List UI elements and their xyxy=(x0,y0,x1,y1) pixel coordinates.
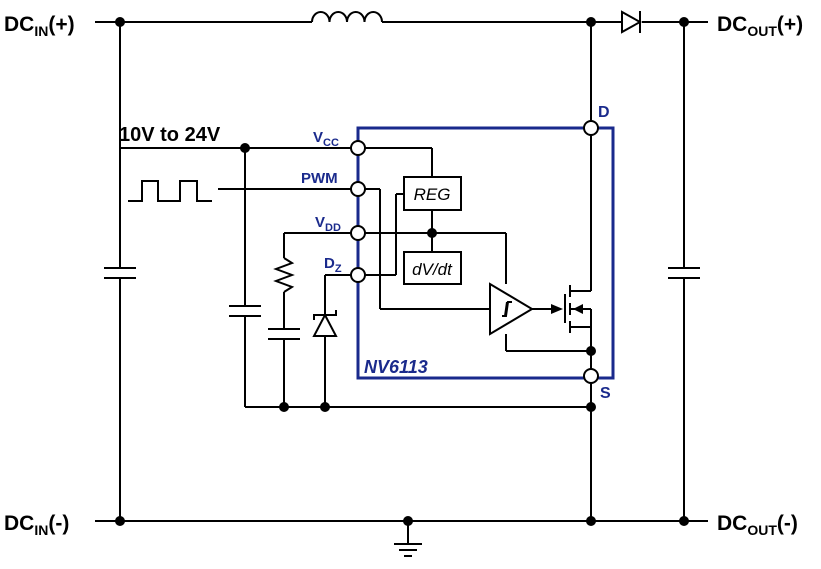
pin-vcc xyxy=(350,140,366,156)
nv6113-outline xyxy=(356,126,615,380)
vcc-supply xyxy=(120,147,358,407)
vcc-label: VCC xyxy=(313,129,339,149)
dcin-neg-label: DCIN(-) xyxy=(4,512,69,538)
junction-dots xyxy=(115,17,689,526)
pin-dz xyxy=(350,267,366,283)
dcout-neg-label: DCOUT(-) xyxy=(717,512,798,538)
vdd-network xyxy=(268,232,358,407)
pin-d-label: D xyxy=(598,104,610,121)
gate-arrow xyxy=(551,304,563,314)
schmitt-comparator xyxy=(489,282,534,336)
internal-wiring xyxy=(358,147,591,352)
gan-fet xyxy=(564,128,592,376)
pwm-label: PWM xyxy=(301,170,338,187)
pin-s xyxy=(583,368,599,384)
dvdt-block: dV/dt xyxy=(403,251,462,285)
ground-icon xyxy=(394,521,422,557)
output-diode xyxy=(621,10,643,34)
supply-label: 10V to 24V xyxy=(119,124,221,146)
inductor xyxy=(311,11,383,23)
pin-s-label: S xyxy=(600,385,611,402)
dz-label: DZ xyxy=(324,255,342,275)
output-capacitor xyxy=(668,22,700,521)
reg-label: REG xyxy=(414,185,451,204)
reg-block: REG xyxy=(403,176,462,211)
dcin-pos-label: DCIN(+) xyxy=(4,13,75,39)
dvdt-label: dV/dt xyxy=(412,260,453,279)
pin-pwm xyxy=(350,181,366,197)
zener-diode xyxy=(312,274,358,407)
pin-d xyxy=(583,120,599,136)
input-capacitor xyxy=(104,22,136,521)
vdd-label: VDD xyxy=(315,214,341,234)
pwm-waveform xyxy=(128,180,358,202)
chip-label: NV6113 xyxy=(364,357,428,377)
pin-vdd xyxy=(350,225,366,241)
dcout-pos-label: DCOUT(+) xyxy=(717,13,803,39)
